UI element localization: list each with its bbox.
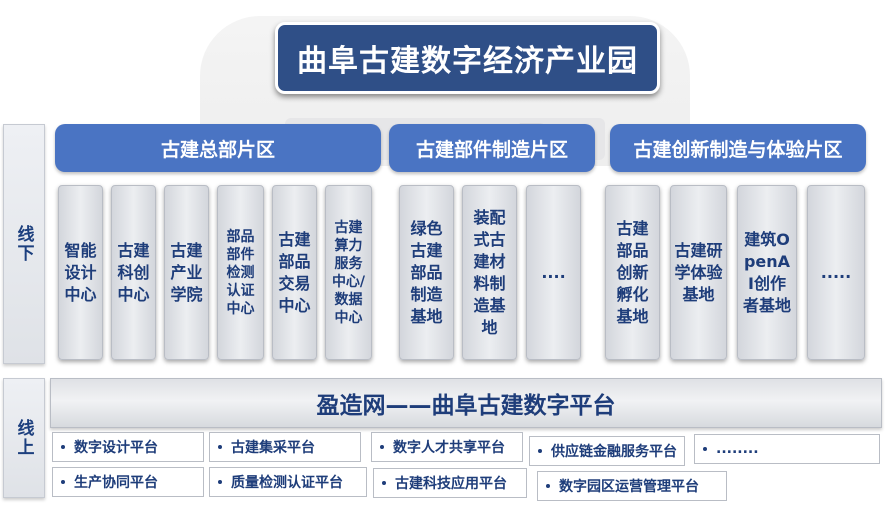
bullet-icon <box>703 447 707 451</box>
platform-item: 生产协同平台 <box>52 467 204 497</box>
platform-item: 数字设计平台 <box>52 432 204 462</box>
bullet-icon <box>61 445 65 449</box>
platform-item: 供应链金融服务平台 <box>529 436 685 466</box>
facility-card: 古建部品创新孵化基地 <box>605 185 660 360</box>
facility-card: 古建研学体验基地 <box>670 185 727 360</box>
bullet-icon <box>538 449 542 453</box>
platform-item: ........ <box>694 434 880 464</box>
bullet-icon <box>382 481 386 485</box>
facility-card: ..... <box>807 185 865 360</box>
platform-item: 古建集采平台 <box>209 432 361 462</box>
zone-header-innovation: 古建创新制造与体验片区 <box>610 124 866 172</box>
bullet-icon <box>546 484 550 488</box>
bullet-icon <box>218 445 222 449</box>
facility-card: .... <box>526 185 581 360</box>
diagram-title: 曲阜古建数字经济产业园 <box>275 22 660 94</box>
facility-card: 古建产业学院 <box>164 185 209 360</box>
facility-card: 建筑OpenAI创作者基地 <box>737 185 797 360</box>
zone-header-components: 古建部件制造片区 <box>389 124 595 172</box>
bullet-icon <box>380 445 384 449</box>
platform-item: 古建科技应用平台 <box>373 468 527 498</box>
facility-card: 古建算力服务中心/数据中心 <box>325 185 372 360</box>
facility-card: 装配式古建材料制造基地 <box>462 185 517 360</box>
online-platform-banner: 盈造网——曲阜古建数字平台 <box>50 378 882 428</box>
facility-card: 古建科创中心 <box>111 185 156 360</box>
platform-item: 质量检测认证平台 <box>209 467 367 497</box>
facility-card: 绿色古建部品制造基地 <box>399 185 454 360</box>
side-label-online: 线上 <box>3 378 45 498</box>
facility-card: 部品部件检测认证中心 <box>217 185 264 360</box>
platform-item: 数字园区运营管理平台 <box>537 471 727 501</box>
side-label-offline: 线下 <box>3 124 45 364</box>
facility-card: 古建部品交易中心 <box>272 185 317 360</box>
platform-item: 数字人才共享平台 <box>371 432 523 462</box>
bullet-icon <box>61 480 65 484</box>
facility-card: 智能设计中心 <box>58 185 103 360</box>
zone-header-headquarters: 古建总部片区 <box>55 124 381 172</box>
bullet-icon <box>218 480 222 484</box>
